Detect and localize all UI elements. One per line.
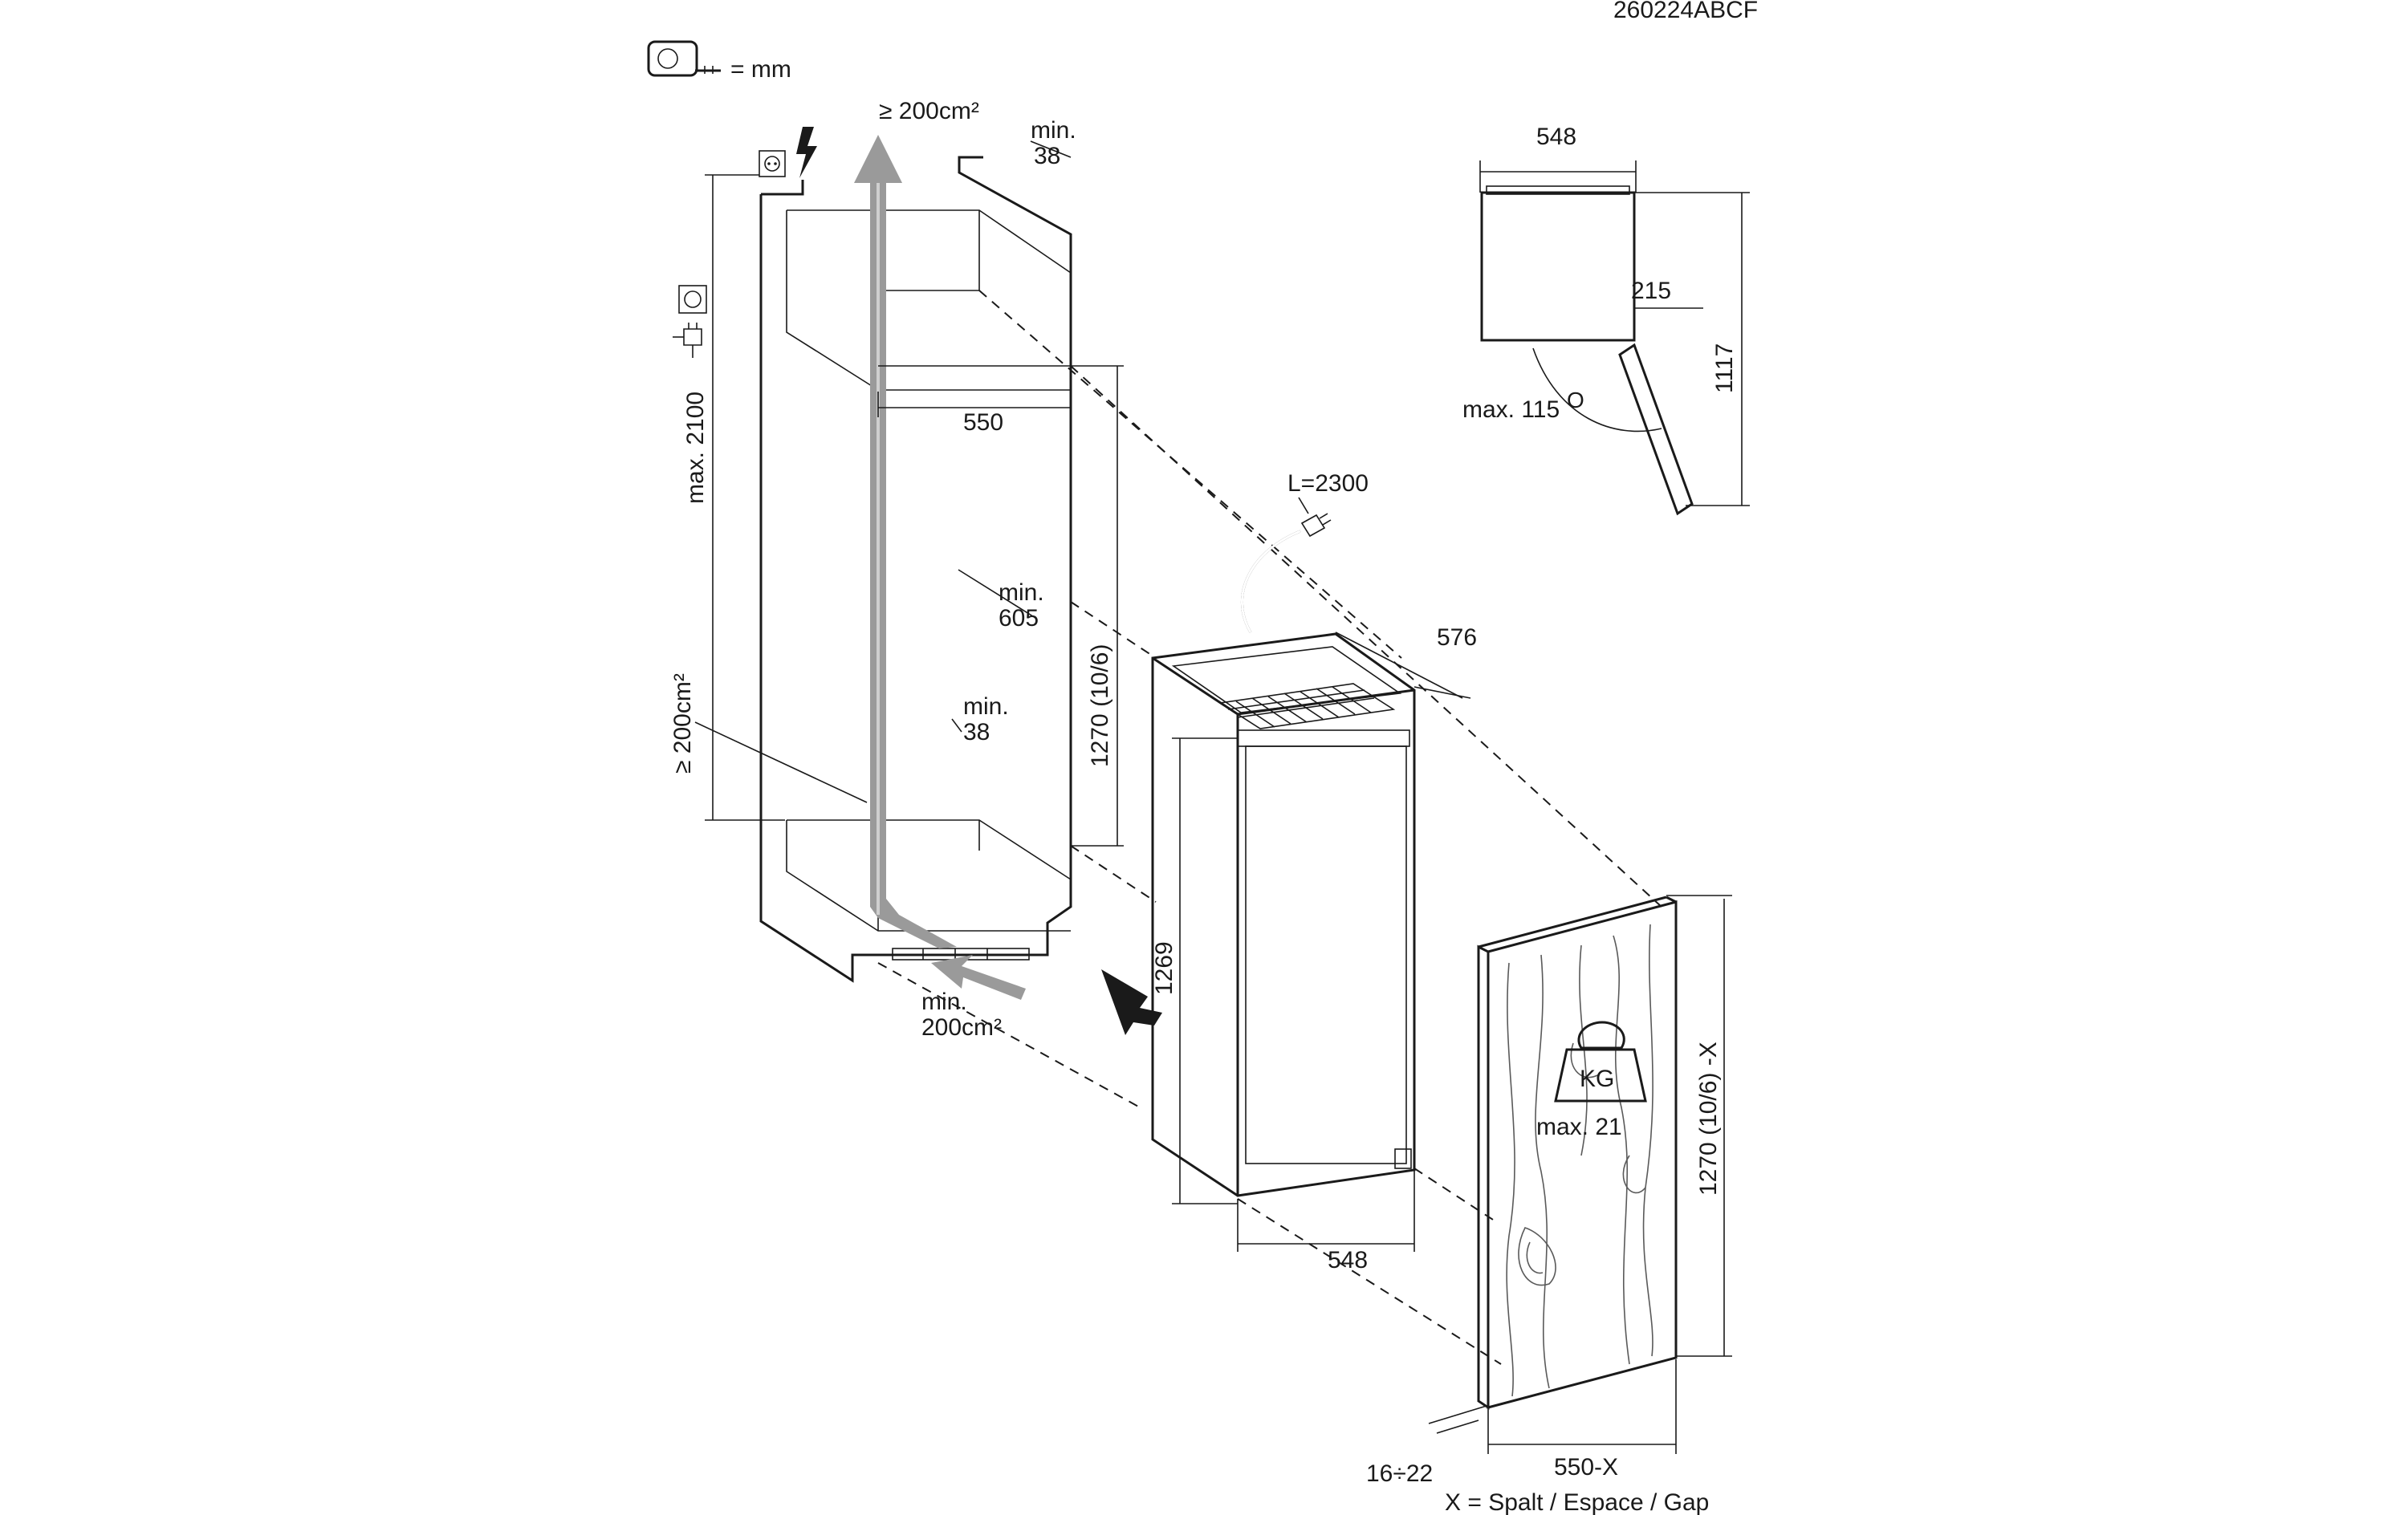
- mid-gap-value: 38: [963, 719, 990, 745]
- plug-icon: [673, 323, 702, 358]
- door-width: 548: [1536, 124, 1576, 150]
- units-label: = mm: [730, 56, 791, 83]
- plug-icon: [1300, 513, 1332, 538]
- niche-height-max: max. 2100: [682, 392, 709, 504]
- appliance-body: [1151, 632, 1416, 1197]
- socket-icon: [759, 150, 786, 177]
- niche-cabinet: [759, 156, 1072, 983]
- socket-icon: [678, 285, 707, 314]
- vent-bottom-min: min.: [921, 989, 967, 1015]
- airflow-arrow-icon: [854, 135, 1026, 1000]
- panel-height: 1270 (10/6) -X: [1695, 1042, 1722, 1196]
- top-gap-value: 38: [1034, 143, 1060, 169]
- vent-bottom-value: 200cm²: [921, 1014, 1002, 1041]
- niche-height: 1270 (10/6): [1087, 644, 1113, 767]
- appliance-height: 1269: [1151, 941, 1178, 995]
- weight-icon-label: KG: [1580, 1066, 1614, 1092]
- niche-width: 550: [963, 409, 1003, 436]
- door-opening-detail: [1479, 160, 1750, 516]
- mid-gap-min: min.: [963, 693, 1009, 720]
- weight-icon: [1554, 1021, 1647, 1103]
- door-offset: 215: [1631, 278, 1671, 304]
- gap-legend: X = Spalt / Espace / Gap: [1445, 1489, 1709, 1515]
- arrow-icon: [1101, 969, 1162, 1035]
- tape-measure-icon: [647, 40, 721, 77]
- door-angle-unit: O: [1567, 388, 1584, 412]
- panel-width: 550-X: [1554, 1454, 1618, 1480]
- cable-length: L=2300: [1287, 470, 1369, 497]
- door-angle: max. 115: [1462, 396, 1560, 423]
- panel-max-weight: max. 21: [1536, 1114, 1622, 1140]
- depth-value: 605: [999, 605, 1039, 632]
- vent-top-label: ≥ 200cm²: [879, 98, 979, 124]
- panel-thickness: 16÷22: [1366, 1460, 1433, 1487]
- door-height: 1117: [1711, 343, 1738, 393]
- vent-side-label: ≥ 200cm²: [669, 673, 696, 774]
- top-gap-min: min.: [1031, 117, 1076, 144]
- power-cable: [1241, 530, 1301, 633]
- lightning-icon: [796, 127, 817, 178]
- appliance-depth: 576: [1437, 624, 1477, 651]
- document-id: 260224ABCF: [1613, 0, 1758, 23]
- depth-min: min.: [999, 579, 1044, 606]
- appliance-width: 548: [1328, 1247, 1368, 1273]
- door-panel: [1477, 896, 1678, 1410]
